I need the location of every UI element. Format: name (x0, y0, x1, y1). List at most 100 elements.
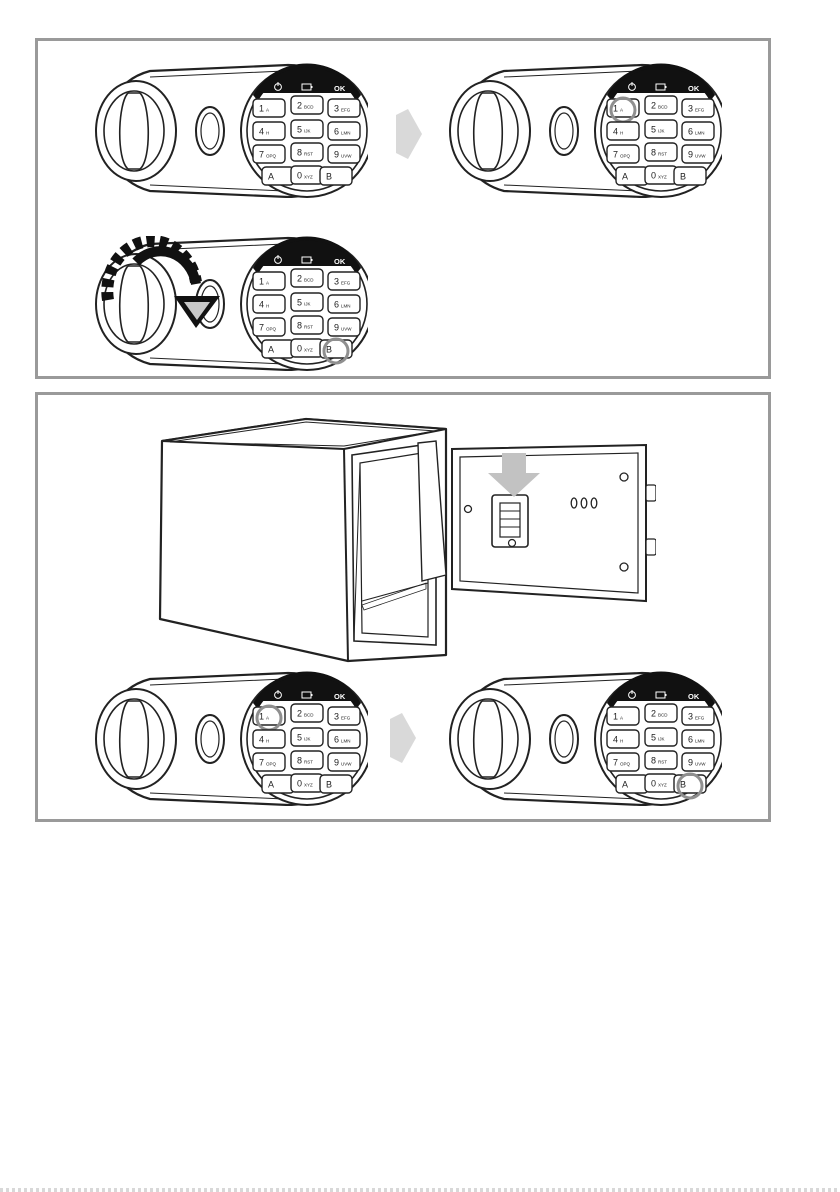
key-b: B (673, 166, 707, 186)
svg-text:OPQ: OPQ (266, 327, 277, 332)
svg-text:3: 3 (334, 712, 339, 722)
svg-text:XYZ: XYZ (658, 783, 667, 788)
svg-text:A: A (622, 172, 628, 182)
highlight-ring (676, 772, 704, 800)
keypad-status-band (253, 63, 361, 101)
svg-text:2: 2 (297, 709, 302, 719)
svg-text:UVW: UVW (695, 154, 706, 159)
next-step-arrow (396, 109, 422, 159)
svg-text:XYZ: XYZ (304, 783, 313, 788)
svg-text:H: H (266, 739, 269, 744)
svg-text:A: A (620, 716, 623, 721)
battery-icon (301, 83, 313, 91)
svg-text:A: A (266, 281, 269, 286)
power-icon (274, 82, 282, 91)
svg-text:IJK: IJK (658, 129, 665, 134)
svg-text:0: 0 (297, 779, 302, 789)
key-b: B (319, 166, 353, 186)
battery-icon (655, 691, 667, 699)
svg-text:1: 1 (259, 712, 264, 722)
svg-text:LMN: LMN (695, 739, 705, 744)
power-icon (628, 690, 636, 699)
svg-text:RST: RST (304, 325, 313, 330)
keypad-status-band (253, 671, 361, 709)
svg-text:2: 2 (297, 274, 302, 284)
svg-text:LMN: LMN (695, 131, 705, 136)
key-a: A (615, 166, 649, 186)
svg-text:6: 6 (334, 127, 339, 137)
svg-text:B: B (326, 345, 332, 355)
svg-text:5: 5 (651, 125, 656, 135)
svg-text:6: 6 (688, 735, 693, 745)
battery-icon (655, 83, 667, 91)
svg-text:XYZ: XYZ (304, 175, 313, 180)
svg-text:B: B (326, 172, 332, 182)
svg-text:8: 8 (297, 148, 302, 158)
key-b: B (319, 774, 353, 794)
rotate-knob-arrow (101, 236, 220, 328)
svg-text:IJK: IJK (658, 737, 665, 742)
svg-text:RST: RST (658, 760, 667, 765)
ok-indicator: OK (688, 692, 700, 701)
svg-text:A: A (622, 780, 628, 790)
svg-text:EFG: EFG (341, 281, 351, 286)
svg-text:9: 9 (688, 758, 693, 768)
svg-text:1: 1 (259, 104, 264, 114)
svg-text:5: 5 (651, 733, 656, 743)
svg-text:A: A (266, 108, 269, 113)
svg-text:A: A (268, 780, 274, 790)
svg-text:EFG: EFG (341, 108, 351, 113)
svg-text:3: 3 (334, 277, 339, 287)
svg-text:BCD: BCD (304, 278, 314, 283)
svg-text:6: 6 (688, 127, 693, 137)
svg-text:H: H (266, 131, 269, 136)
power-icon (274, 255, 282, 264)
svg-text:H: H (266, 304, 269, 309)
svg-text:BCD: BCD (304, 105, 314, 110)
svg-text:RST: RST (304, 152, 313, 157)
svg-text:RST: RST (658, 152, 667, 157)
key-a: A (615, 774, 649, 794)
svg-text:8: 8 (297, 321, 302, 331)
svg-text:5: 5 (297, 125, 302, 135)
svg-text:0: 0 (297, 344, 302, 354)
svg-text:1: 1 (259, 277, 264, 287)
svg-text:A: A (268, 345, 274, 355)
svg-text:IJK: IJK (304, 302, 311, 307)
svg-text:IJK: IJK (304, 129, 311, 134)
svg-text:H: H (620, 131, 623, 136)
svg-text:B: B (680, 172, 686, 182)
svg-text:BCD: BCD (658, 713, 668, 718)
svg-text:9: 9 (688, 150, 693, 160)
svg-text:1: 1 (613, 104, 618, 114)
ok-indicator: OK (334, 257, 346, 266)
svg-text:3: 3 (688, 712, 693, 722)
led-window (195, 714, 225, 764)
led-window (195, 106, 225, 156)
svg-text:EFG: EFG (695, 716, 705, 721)
open-safe-illustration (158, 417, 656, 663)
svg-text:4: 4 (259, 735, 264, 745)
